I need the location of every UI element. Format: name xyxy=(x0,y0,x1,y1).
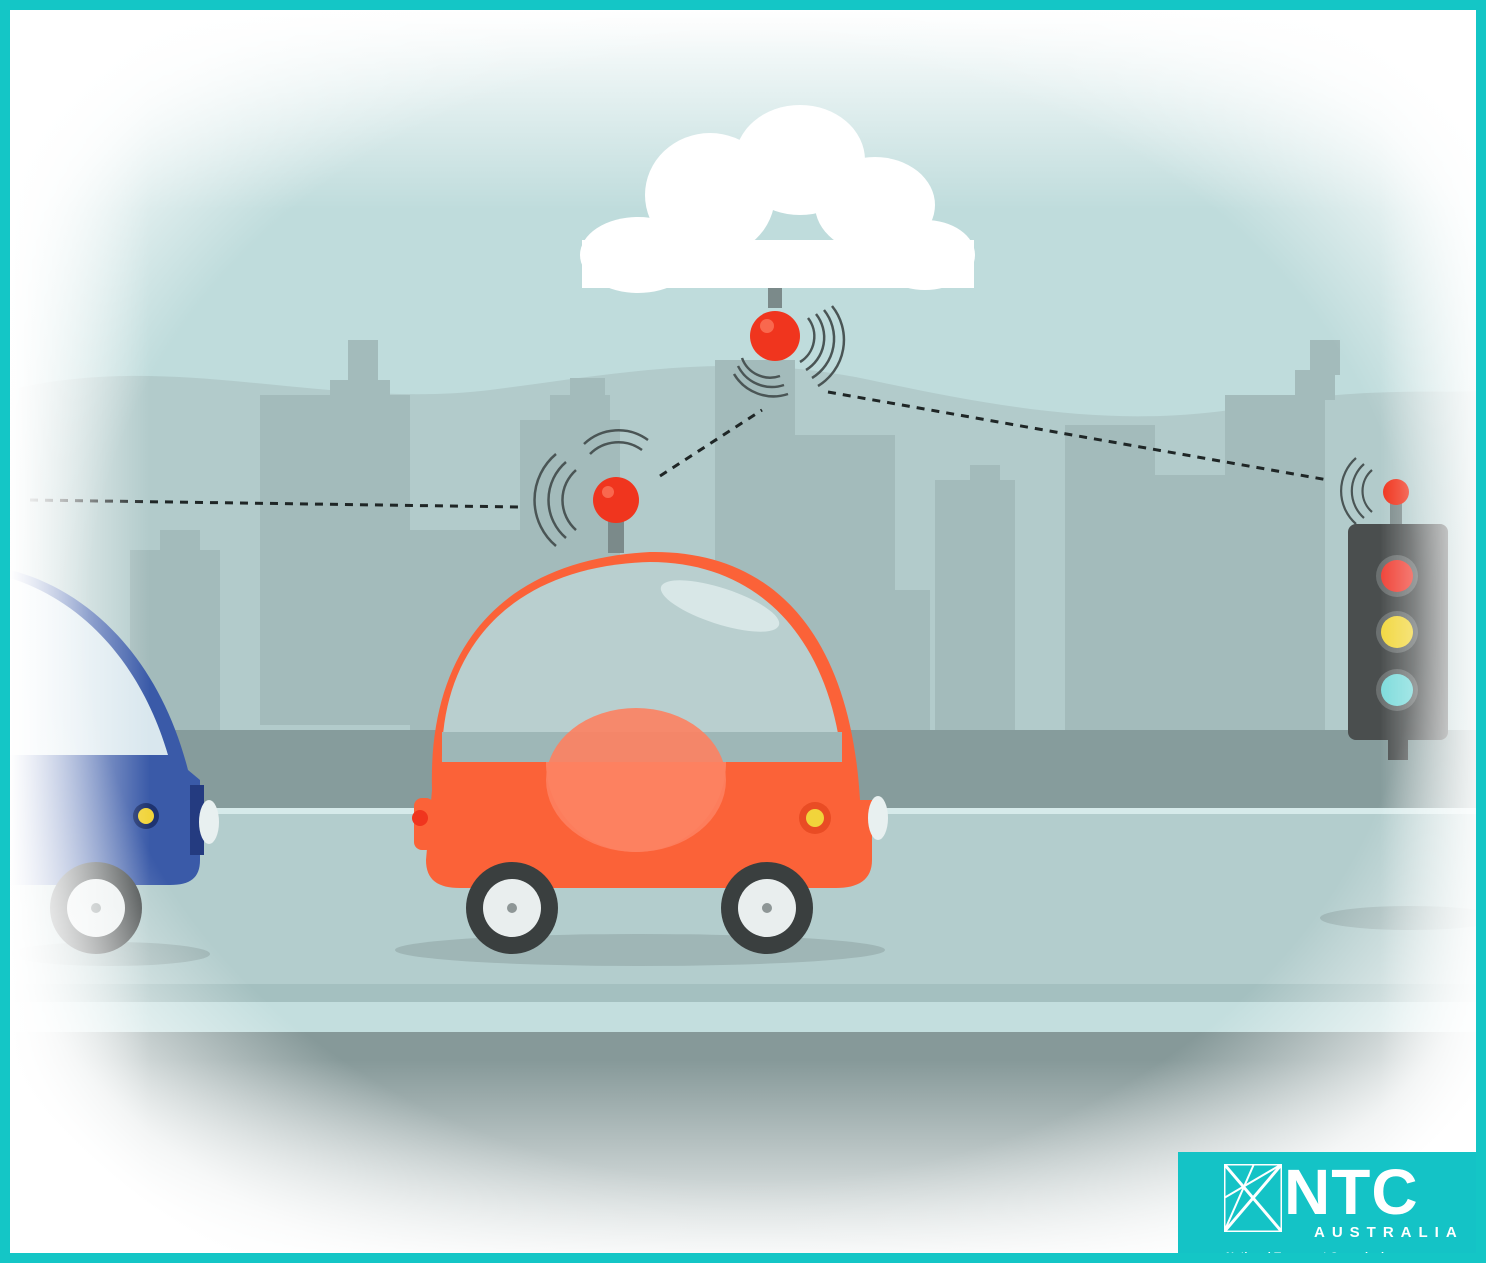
ntc-logo: NTC AUSTRALIA National Transport Commiss… xyxy=(1178,1152,1486,1263)
ntc-logo-mark-icon xyxy=(1224,1164,1282,1232)
autonomous-vehicle-illustration xyxy=(10,10,1486,1263)
logo-country: AUSTRALIA xyxy=(1314,1224,1464,1241)
logo-wordmark: NTC xyxy=(1284,1154,1419,1230)
vignette-radial xyxy=(10,10,1486,1263)
logo-tagline: National Transport Commission xyxy=(1226,1251,1398,1263)
